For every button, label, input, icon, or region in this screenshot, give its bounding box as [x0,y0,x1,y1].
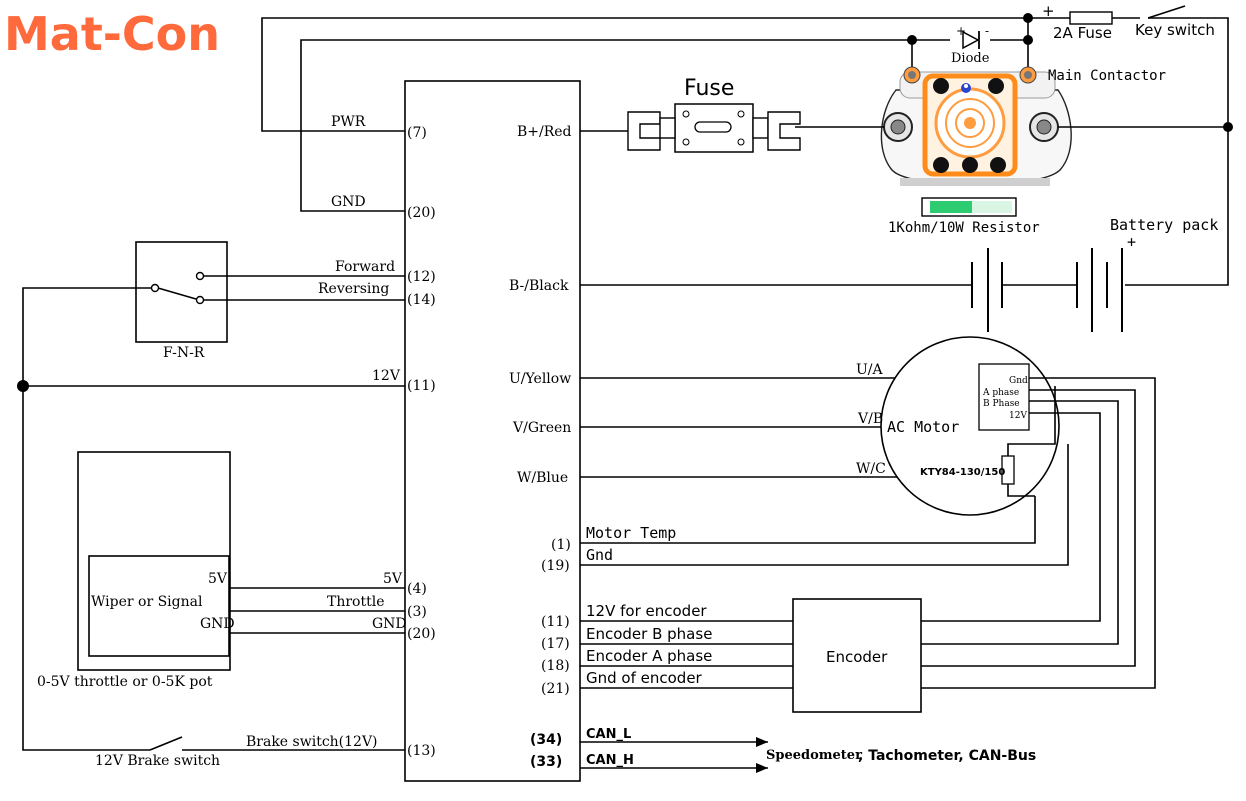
svg-text:(3): (3) [407,604,427,620]
svg-text:(20): (20) [407,205,436,221]
encoder: Encoder [792,598,922,713]
encoder-wiring [580,377,1156,689]
svg-text:5V: 5V [208,571,228,587]
pin-label-w: W/Blue [517,470,568,486]
svg-text:(14): (14) [407,292,436,308]
pin-label-12v: 12V [372,368,401,384]
svg-text:U/A: U/A [856,362,884,378]
svg-text:(19): (19) [541,558,570,574]
svg-text:(1): (1) [551,537,571,553]
resistor: 1Kohm/10W Resistor [888,197,1040,236]
svg-text:12V for encoder: 12V for encoder [586,602,707,620]
pin-label-bminus: B-/Black [509,278,569,294]
svg-text:(21): (21) [541,681,570,697]
svg-text:A phase: A phase [982,388,1019,398]
svg-text:Main Contactor: Main Contactor [1048,68,1166,84]
svg-text:Key switch: Key switch [1135,21,1215,39]
junction-dot [17,380,29,392]
svg-text:KTY84-130/150: KTY84-130/150 [920,467,1005,478]
throttle-pot: Wiper or Signal 5V GND 0-5V throttle or … [37,451,405,690]
svg-text:GND: GND [200,616,235,632]
brake-switch: 12V Brake switch [95,736,405,769]
svg-text:Gnd: Gnd [1009,376,1028,386]
brand-logo: Mat-Con [4,7,220,61]
svg-text:12V Brake switch: 12V Brake switch [95,753,220,769]
can-destination-prefix: Speedometer [766,748,862,763]
svg-text:12V: 12V [1009,411,1027,421]
svg-text:Gnd: Gnd [586,546,613,564]
controller-box [404,80,581,782]
svg-text:(18): (18) [541,658,570,674]
svg-text:(34): (34) [530,732,562,748]
pin-label-throttle: Throttle [327,594,385,610]
b-plus-wiring [580,126,1228,132]
main-contactor: Main Contactor [880,66,1166,186]
svg-text:(12): (12) [407,269,436,285]
motor-phase-wiring [580,377,907,478]
pin-label-brake: Brake switch(12V) [246,734,378,750]
pin-label-pwr: PWR [331,114,366,130]
svg-text:+: + [1127,233,1136,251]
svg-text:F-N-R: F-N-R [163,345,205,361]
svg-text:+: + [1042,2,1055,20]
can-destination: , Tachometer, CAN-Bus [858,748,1036,764]
svg-text:CAN_L: CAN_L [586,727,631,742]
svg-text:(33): (33) [530,754,562,770]
pin-label-5v: 5V [383,571,403,587]
junction-dot [1023,13,1033,23]
svg-text:Encoder B phase: Encoder B phase [586,625,712,643]
svg-text:(20): (20) [407,626,436,642]
controller-right-pins: B+/Red B-/Black U/Yellow V/Green W/Blue … [509,124,572,770]
svg-text:Wiper or Signal: Wiper or Signal [91,594,203,610]
pin-label-gnd: GND [331,194,366,210]
pin-label-bplus: B+/Red [517,124,572,140]
svg-text:W/C: W/C [856,461,886,477]
svg-text:CAN_H: CAN_H [586,753,634,768]
key-switch: Key switch [1135,5,1215,39]
main-fuse: Fuse [627,76,801,153]
pin-label-v: V/Green [512,420,571,436]
svg-text:Fuse: Fuse [684,76,734,101]
svg-text:-: - [985,24,989,38]
svg-text:Motor Temp: Motor Temp [586,524,676,542]
svg-text:(11): (11) [541,614,570,630]
svg-text:Diode: Diode [951,51,990,66]
svg-text:Gnd of encoder: Gnd of encoder [586,669,703,687]
svg-text:(13): (13) [407,743,436,759]
motor-label: AC Motor [887,418,959,436]
pin-label-reversing: Reversing [318,281,389,297]
controller-left-pins: PWR (7) GND (20) Forward (12) Reversing … [246,114,436,759]
svg-text:2A Fuse: 2A Fuse [1053,24,1112,42]
can-bus: CAN_L CAN_H Speedometer , Tachometer, CA… [580,727,1036,773]
battery-pack: Battery pack + [580,216,1218,332]
svg-text:V/B: V/B [857,411,883,427]
pin-label-u: U/Yellow [509,371,571,387]
right-wire-labels: Motor Temp Gnd 12V for encoder Encoder B… [586,524,712,687]
svg-text:+: + [956,24,966,38]
svg-text:(17): (17) [541,636,570,652]
svg-text:0-5V throttle or 0-5K pot: 0-5V throttle or 0-5K pot [37,674,213,690]
svg-text:(7): (7) [407,125,427,141]
fnr-switch: F-N-R [22,241,405,751]
svg-text:B Phase: B Phase [983,399,1020,409]
svg-text:Battery pack: Battery pack [1110,216,1218,234]
svg-text:1Kohm/10W Resistor: 1Kohm/10W Resistor [888,220,1040,236]
ac-motor: U/A V/B W/C AC Motor Gnd A phase B Phase… [856,336,1060,516]
svg-text:Encoder A phase: Encoder A phase [586,647,712,665]
pin-label-forward: Forward [335,259,395,275]
junction-dot [907,35,917,45]
diode: Diode + - [950,24,990,66]
svg-text:(11): (11) [407,378,436,394]
svg-text:Encoder: Encoder [826,648,888,666]
pin-label-gnd2: GND [372,616,407,632]
svg-text:(4): (4) [407,581,427,597]
junction-dot [1023,35,1033,45]
fuse-2a: + 2A Fuse [1042,2,1113,42]
